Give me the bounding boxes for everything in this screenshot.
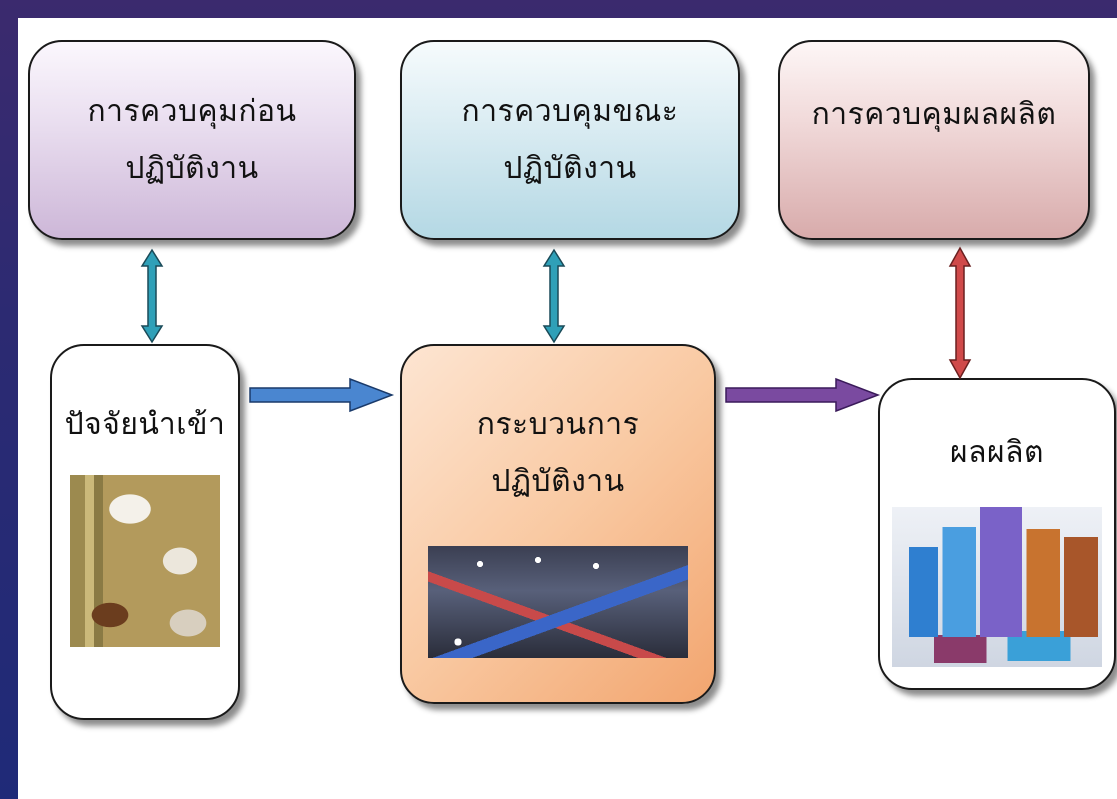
input-label: ปัจจัยนำเข้า <box>64 407 226 442</box>
output-label: ผลผลิต <box>950 435 1044 470</box>
input-box: ปัจจัยนำเข้า <box>50 344 240 720</box>
control-before-label: การควบคุมก่อน ปฏิบัติงาน <box>87 94 297 186</box>
factory-process-photo <box>428 546 688 658</box>
output-box: ผลผลิต <box>878 378 1116 690</box>
control-before-box: การควบคุมก่อน ปฏิบัติงาน <box>28 40 356 240</box>
double-arrow-before-input <box>140 248 164 344</box>
control-during-label: การควบคุมขณะ ปฏิบัติงาน <box>461 94 679 186</box>
process-label: กระบวนการ ปฏิบัติงาน <box>476 407 640 499</box>
process-box: กระบวนการ ปฏิบัติงาน <box>400 344 716 704</box>
arrow-input-to-process <box>249 377 395 413</box>
double-arrow-output-product <box>948 246 972 380</box>
sugar-products-photo <box>892 507 1102 667</box>
control-during-box: การควบคุมขณะ ปฏิบัติงาน <box>400 40 740 240</box>
arrow-process-to-output <box>725 377 881 413</box>
control-output-box: การควบคุมผลผลิต <box>778 40 1090 240</box>
double-arrow-during-process <box>542 248 566 344</box>
sugar-and-sugarcane-photo <box>70 475 220 647</box>
control-output-label: การควบคุมผลผลิต <box>811 97 1057 132</box>
